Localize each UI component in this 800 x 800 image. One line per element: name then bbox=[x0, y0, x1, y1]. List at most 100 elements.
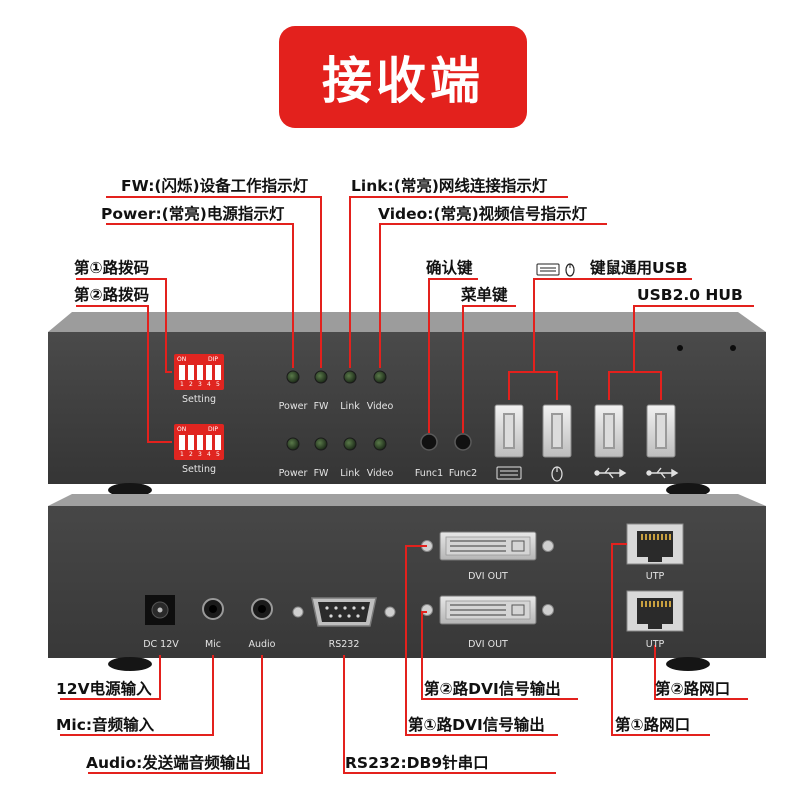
page-title: 接收端 bbox=[322, 52, 484, 110]
rear-panel-top-edge bbox=[48, 494, 766, 506]
usb-port-mouse[interactable] bbox=[542, 404, 572, 458]
title-banner: 接收端 bbox=[279, 26, 527, 128]
usb-symbol-icon-1 bbox=[594, 467, 627, 479]
dvi-port-2[interactable] bbox=[421, 595, 554, 625]
net2-callout-line bbox=[654, 645, 748, 700]
power-led-label-2: Power bbox=[278, 468, 308, 479]
mic-jack[interactable] bbox=[202, 598, 224, 620]
dvi1-callout-line bbox=[405, 545, 558, 736]
usb-port-hub-1[interactable] bbox=[594, 404, 624, 458]
dip2-number-1: 1 bbox=[180, 451, 184, 458]
rs232-callout: RS232:DB9针串口 bbox=[345, 754, 489, 772]
keyboard-outline-icon bbox=[536, 263, 575, 277]
dc-callout-line bbox=[60, 655, 161, 700]
net2-callout: 第②路网口 bbox=[655, 680, 731, 698]
usb-hub-bracket bbox=[608, 371, 662, 400]
link-callout-line bbox=[349, 196, 568, 368]
dip1-number-5: 5 bbox=[216, 381, 220, 388]
fw-led-label-2: FW bbox=[313, 468, 329, 479]
led-row-2 bbox=[286, 437, 387, 451]
net1-callout-line bbox=[611, 543, 710, 736]
utp-port-1[interactable] bbox=[626, 523, 684, 565]
power-callout-line bbox=[106, 223, 294, 368]
video-led-1 bbox=[373, 370, 387, 384]
video-callout: Video:(常亮)视频信号指示灯 bbox=[378, 205, 588, 223]
power-led-1 bbox=[286, 370, 300, 384]
rs232-port[interactable] bbox=[292, 597, 396, 627]
func2-label: Func2 bbox=[448, 468, 478, 479]
usb-port-hub-2[interactable] bbox=[646, 404, 676, 458]
mic-callout: Mic:音频输入 bbox=[56, 716, 155, 734]
menu-callout: 菜单键 bbox=[461, 286, 508, 304]
dvi1-port-label: DVI OUT bbox=[468, 571, 508, 582]
link-callout: Link:(常亮)网线连接指示灯 bbox=[351, 177, 548, 195]
dip2-number-2: 2 bbox=[189, 451, 193, 458]
utp-port-2[interactable] bbox=[626, 590, 684, 632]
dc-power-jack[interactable] bbox=[145, 595, 175, 625]
dvi2-port-label: DVI OUT bbox=[468, 639, 508, 650]
video-callout-line bbox=[379, 223, 607, 368]
rs232-callout-line bbox=[343, 655, 556, 774]
front-panel-top-edge bbox=[48, 312, 766, 332]
fw-callout-line bbox=[106, 196, 322, 368]
rear-foot-left bbox=[108, 657, 152, 671]
callout-lines bbox=[60, 196, 754, 774]
dvi2-callout: 第②路DVI信号输出 bbox=[424, 680, 561, 698]
audio-callout-line bbox=[88, 655, 263, 774]
func2-button[interactable] bbox=[454, 433, 472, 451]
link-led-label-1: Link bbox=[340, 401, 360, 412]
video-led-2 bbox=[373, 437, 387, 451]
func1-label: Func1 bbox=[414, 468, 444, 479]
usb-port-keyboard[interactable] bbox=[494, 404, 524, 458]
dip-switch-1[interactable] bbox=[174, 354, 224, 390]
dvi1-callout: 第①路DVI信号输出 bbox=[408, 716, 545, 734]
dip1-number-4: 4 bbox=[207, 381, 211, 388]
dc-callout: 12V电源输入 bbox=[56, 680, 152, 698]
kvm-usb-callout-line bbox=[533, 278, 692, 372]
func1-button[interactable] bbox=[420, 433, 438, 451]
kvm-usb-callout: 键鼠通用USB bbox=[590, 259, 688, 277]
usb-symbol-icon-2 bbox=[646, 467, 679, 479]
dip1-on-label: ON bbox=[177, 356, 187, 363]
mic-callout-line bbox=[60, 655, 214, 736]
dip1-dip-label: DIP bbox=[208, 356, 219, 363]
dip1-setting-label: Setting bbox=[181, 394, 216, 405]
front-foot-left bbox=[108, 483, 152, 497]
audio-jack[interactable] bbox=[251, 598, 273, 620]
dip1-callout: 第①路拨码 bbox=[74, 259, 150, 277]
audio-port-label: Audio bbox=[248, 639, 276, 650]
dvi2-callout-line bbox=[421, 611, 578, 700]
dvi-port-1[interactable] bbox=[421, 531, 554, 561]
audio-callout: Audio:发送端音频输出 bbox=[86, 754, 251, 772]
keyboard-icon bbox=[496, 466, 522, 480]
fw-led-label-1: FW bbox=[313, 401, 329, 412]
keyboard-mouse-icons bbox=[536, 261, 584, 277]
dip-switch-2[interactable] bbox=[174, 424, 224, 460]
dip2-number-5: 5 bbox=[216, 451, 220, 458]
power-led-2 bbox=[286, 437, 300, 451]
confirm-callout-line bbox=[428, 278, 478, 433]
front-panel bbox=[48, 312, 766, 497]
confirm-callout: 确认键 bbox=[426, 259, 473, 277]
dip1-number-1: 1 bbox=[180, 381, 184, 388]
utp1-port-label: UTP bbox=[645, 571, 665, 582]
fw-callout: FW:(闪烁)设备工作指示灯 bbox=[121, 177, 309, 195]
dip2-dip-label: DIP bbox=[208, 426, 219, 433]
dip2-callout-line bbox=[76, 305, 172, 443]
fw-led-2 bbox=[314, 437, 328, 451]
front-screw-left bbox=[677, 345, 683, 351]
usb-hub-callout-line bbox=[633, 305, 754, 372]
usb-hub-callout: USB2.0 HUB bbox=[637, 286, 743, 304]
dip1-callout-line bbox=[76, 278, 172, 373]
dip2-callout: 第②路拨码 bbox=[74, 286, 150, 304]
rs232-port-label: RS232 bbox=[328, 639, 360, 650]
rear-foot-right bbox=[666, 657, 710, 671]
front-screw-right bbox=[730, 345, 736, 351]
mouse-icon bbox=[551, 466, 563, 482]
power-led-label-1: Power bbox=[278, 401, 308, 412]
link-led-1 bbox=[343, 370, 357, 384]
dip2-on-label: ON bbox=[177, 426, 187, 433]
video-led-label-1: Video bbox=[366, 401, 394, 412]
